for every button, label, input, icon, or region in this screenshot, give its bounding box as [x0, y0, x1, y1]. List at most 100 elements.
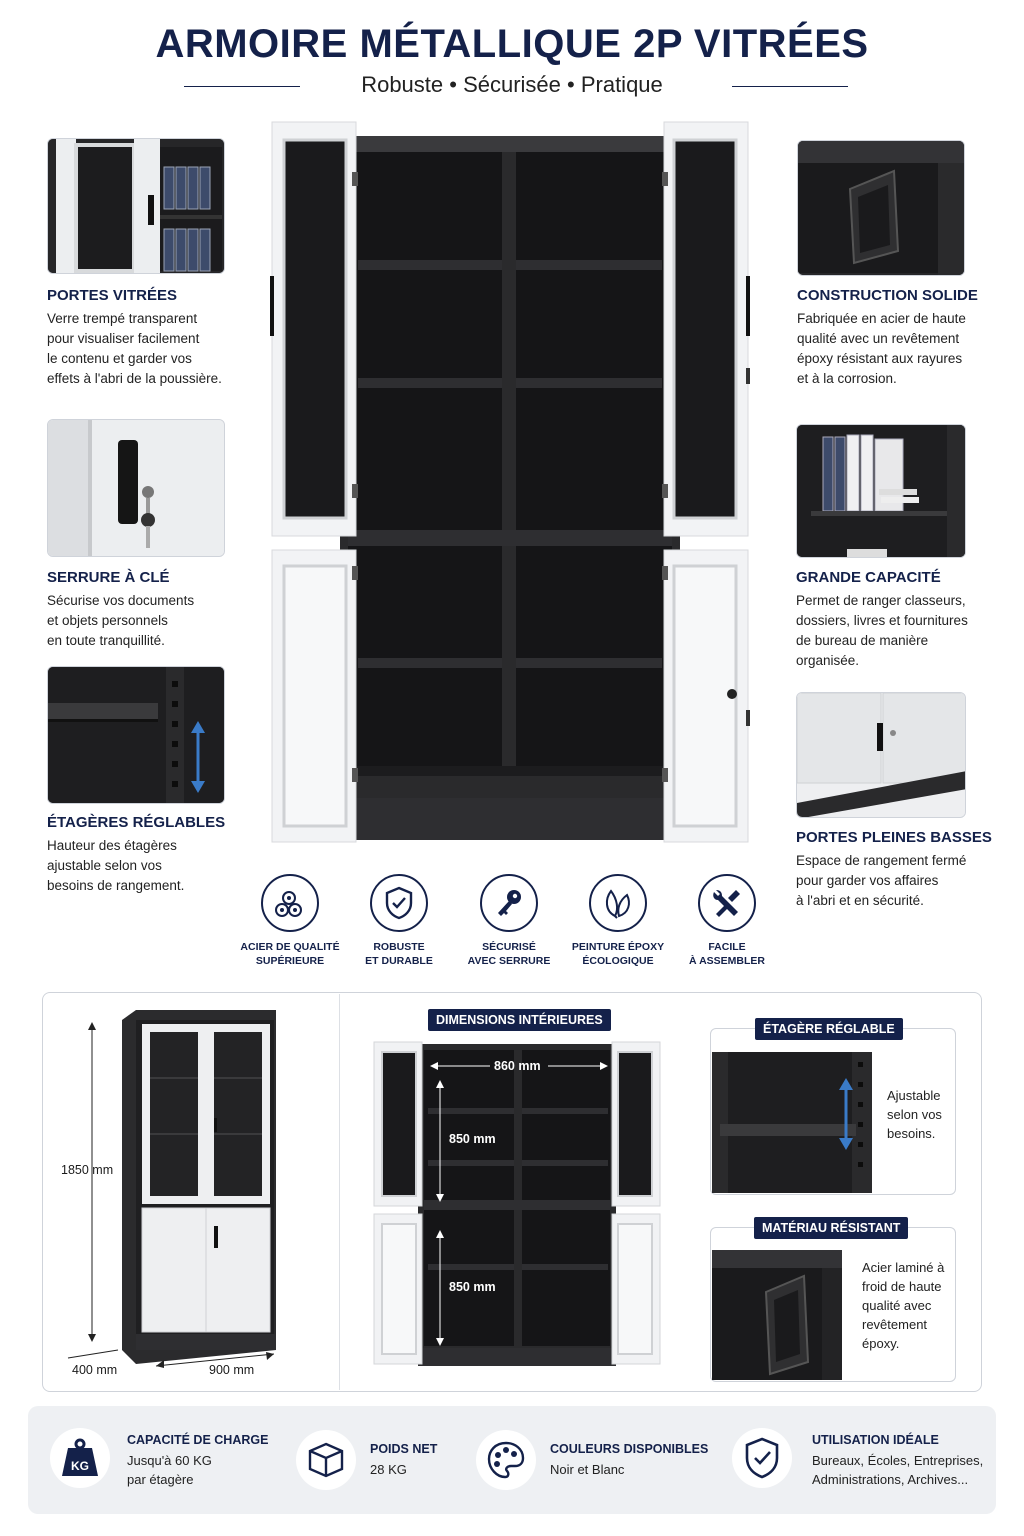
text-line: qualité avec un revêtement: [797, 331, 960, 346]
text-line: Espace de rangement fermé: [796, 853, 967, 868]
steel-pipes-icon: [261, 874, 319, 932]
capacity-photo: [796, 424, 966, 558]
text-line: besoins.: [887, 1126, 936, 1141]
badge-label: FACILE: [708, 941, 746, 953]
lower-doors-illustration: [797, 693, 965, 817]
leaf-icon: [589, 874, 647, 932]
badge-secure: SÉCURISÉ AVEC SERRURE: [454, 874, 564, 968]
adjustable-shelf-illustration: [48, 667, 224, 803]
spec-text-colors: Noir et Blanc: [550, 1460, 624, 1479]
text-line: à l'abri et en sécurité.: [796, 893, 924, 908]
glass-doors-illustration: [48, 139, 224, 273]
text-line: et à la corrosion.: [797, 371, 897, 386]
width-dimension: 900 mm: [209, 1363, 255, 1377]
key-icon: [480, 874, 538, 932]
badge-label: ACIER DE QUALITÉ: [240, 941, 340, 953]
weight-kg-icon: KG: [50, 1428, 110, 1488]
spec-title-colors: COULEURS DISPONIBLES: [550, 1442, 709, 1456]
construction-photo: [797, 140, 965, 276]
shield-check-icon: [732, 1428, 792, 1488]
feature-text-lower-doors: Espace de rangement fermé pour garder vo…: [796, 851, 1006, 911]
card-title-adjustable-shelf: ÉTAGÈRE RÉGLABLE: [755, 1018, 903, 1040]
badge-label: SÉCURISÉ: [482, 941, 536, 953]
feature-title-lock: SERRURE À CLÉ: [47, 569, 170, 586]
binders-illustration: [797, 425, 965, 557]
text-line: selon vos: [887, 1107, 942, 1122]
text-line: Administrations, Archives...: [812, 1472, 969, 1487]
page-title: ARMOIRE MÉTALLIQUE 2P VITRÉES: [155, 22, 869, 66]
text-line: Verre trempé transparent: [47, 311, 198, 326]
palette-icon: [476, 1430, 536, 1490]
height-dimension: 1850 mm: [61, 1163, 114, 1177]
depth-dimension: 400 mm: [72, 1363, 118, 1377]
feature-title-construction: CONSTRUCTION SOLIDE: [797, 287, 978, 304]
interior-dimensions-drawing: [373, 1041, 661, 1366]
tools-icon: [698, 874, 756, 932]
card-title-resistant-material: MATÉRIAU RÉSISTANT: [754, 1217, 909, 1239]
upper-height-dimension: 850 mm: [449, 1132, 496, 1146]
text-line: 28 KG: [370, 1462, 407, 1477]
text-line: Ajustable: [887, 1088, 941, 1103]
card-note-adjustable-shelf: Ajustable selon vos besoins.: [887, 1086, 942, 1143]
text-line: Sécurise vos documents: [47, 593, 195, 608]
key-lock-illustration: [48, 420, 224, 556]
feature-text-glass-doors: Verre trempé transparent pour visualiser…: [47, 309, 247, 389]
text-line: époxy.: [862, 1336, 900, 1351]
text-line: le contenu et garder vos: [47, 351, 192, 366]
text-line: pour garder vos affaires: [796, 873, 939, 888]
panel-divider: [339, 994, 340, 1390]
feature-title-lower-doors: PORTES PLEINES BASSES: [796, 829, 992, 846]
text-line: Hauteur des étagères: [47, 838, 177, 853]
interior-dimensions-pill: DIMENSIONS INTÉRIEURES: [428, 1009, 611, 1031]
text-line: Bureaux, Écoles, Entreprises,: [812, 1453, 984, 1468]
exterior-dimensions-drawing: [67, 1010, 276, 1368]
glass-doors-photo: [47, 138, 225, 274]
feature-text-capacity: Permet de ranger classeurs, dossiers, li…: [796, 591, 1006, 671]
text-line: de bureau de manière: [796, 633, 929, 648]
feature-text-lock: Sécurise vos documents et objets personn…: [47, 591, 247, 651]
text-line: froid de haute: [862, 1279, 942, 1294]
feature-text-construction: Fabriquée en acier de haute qualité avec…: [797, 309, 1007, 389]
kg-text: KG: [71, 1459, 89, 1473]
feature-title-shelves: ÉTAGÈRES RÉGLABLES: [47, 814, 226, 831]
text-line: ajustable selon vos: [47, 858, 162, 873]
spec-title-weight: POIDS NET: [370, 1442, 438, 1456]
subtitle-rule-right: [732, 86, 848, 87]
lower-doors-photo: [796, 692, 966, 818]
feature-text-shelves: Hauteur des étagères ajustable selon vos…: [47, 836, 247, 896]
spec-text-usage: Bureaux, Écoles, Entreprises, Administra…: [812, 1451, 983, 1489]
badge-steel-quality: ACIER DE QUALITÉ SUPÉRIEURE: [235, 874, 345, 968]
subtitle: Robuste • Sécurisée • Pratique: [361, 72, 663, 97]
text-line: dossiers, livres et fournitures: [796, 613, 968, 628]
badge-label: SUPÉRIEURE: [255, 955, 325, 967]
text-line: Jusqu'à 60 KG: [127, 1453, 212, 1468]
subtitle-rule-left: [184, 86, 300, 87]
text-line: effets à l'abri de la poussière.: [47, 371, 222, 386]
text-line: qualité avec: [862, 1298, 932, 1313]
lock-photo: [47, 419, 225, 557]
shelf-photo: [47, 666, 225, 804]
text-line: Fabriquée en acier de haute: [797, 311, 966, 326]
interior-width-dimension: 860 mm: [494, 1059, 541, 1073]
cabinet-product-image: [270, 121, 750, 843]
text-line: Noir et Blanc: [550, 1462, 625, 1477]
lower-height-dimension: 850 mm: [449, 1280, 496, 1294]
text-line: organisée.: [796, 653, 860, 668]
spec-title-load: CAPACITÉ DE CHARGE: [127, 1433, 269, 1447]
text-line: en toute tranquillité.: [47, 633, 165, 648]
badge-label: AVEC SERRURE: [467, 955, 551, 967]
material-detail: [712, 1250, 842, 1380]
text-line: Acier laminé à: [862, 1260, 945, 1275]
spec-title-usage: UTILISATION IDÉALE: [812, 1433, 939, 1447]
text-line: par étagère: [127, 1472, 194, 1487]
box-icon: [296, 1430, 356, 1490]
badge-label: PEINTURE ÉPOXY: [571, 941, 665, 953]
text-line: et objets personnels: [47, 613, 168, 628]
spec-text-weight: 28 KG: [370, 1460, 407, 1479]
text-line: pour visualiser facilement: [47, 331, 200, 346]
shield-check-icon: [370, 874, 428, 932]
badge-label: ET DURABLE: [365, 955, 433, 967]
text-line: époxy résistant aux rayures: [797, 351, 963, 366]
